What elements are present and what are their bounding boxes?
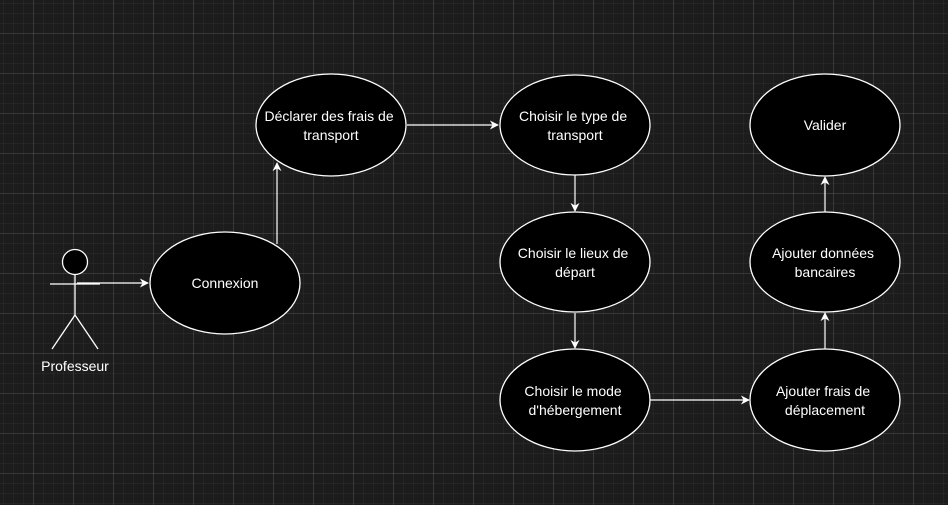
stick-figure-icon — [50, 248, 100, 350]
use-case-label-line-2: transport — [547, 127, 602, 143]
use-case-shape — [499, 348, 651, 452]
svg-text:Déclarer des frais de tr: Déclarer des frais de transport — [264, 108, 397, 143]
svg-text:Choisir le lieux de dépa: Choisir le lieux de départ — [518, 245, 632, 280]
use-case-label-line-2: départ — [555, 264, 595, 280]
use-case-label-line-1: Choisir le mode — [524, 383, 621, 399]
use-case-label: Connexion — [192, 275, 259, 291]
use-case-label-line-1: Ajouter frais de — [776, 383, 870, 399]
svg-text:Ajouter données bancaire: Ajouter données bancaires — [772, 245, 878, 280]
use-case-label-line-2: transport — [303, 127, 358, 143]
use-case-shape — [149, 231, 301, 335]
connections — [77, 120, 830, 405]
use-case-choisir-type[interactable]: Choisir le type de transport — [499, 74, 651, 176]
use-case-declarer-frais[interactable]: Déclarer des frais de transport — [255, 73, 407, 177]
svg-text:Ajouter frais de déplace: Ajouter frais de déplacement — [776, 383, 874, 418]
use-case-label-line-1: Choisir le type de — [519, 108, 627, 124]
use-case-label-line-2: déplacement — [785, 402, 865, 418]
use-case-shape — [255, 73, 407, 177]
use-case-shape — [749, 211, 901, 313]
use-case-shape — [749, 73, 901, 177]
use-case-label-line-1: Déclarer des frais de — [264, 108, 393, 124]
use-case-label-line-2: bancaires — [795, 264, 856, 280]
svg-text:Choisir le type de trans: Choisir le type de transport — [519, 108, 631, 143]
use-case-shape — [499, 74, 651, 176]
use-case-shape — [749, 348, 901, 452]
use-case-valider[interactable]: Valider — [749, 73, 901, 177]
svg-text:Choisir le mode d'héberg: Choisir le mode d'hébergement — [524, 383, 625, 418]
use-case-ajouter-bancaires[interactable]: Ajouter données bancaires — [749, 211, 901, 313]
use-case-choisir-lieux[interactable]: Choisir le lieux de départ — [499, 211, 651, 313]
use-case-label-line-1: Ajouter données — [772, 245, 874, 261]
use-case-ajouter-frais[interactable]: Ajouter frais de déplacement — [749, 348, 901, 452]
use-case-label-line-2: d'hébergement — [529, 402, 622, 418]
use-case-label: Valider — [804, 117, 847, 133]
use-case-label-line-1: Choisir le lieux de — [518, 245, 629, 261]
actor-label: Professeur — [41, 358, 109, 374]
actor-professeur: Professeur — [41, 248, 109, 374]
use-case-shape — [499, 211, 651, 313]
use-case-connexion[interactable]: Connexion — [149, 231, 301, 335]
svg-text:Connexion: Connexion — [192, 275, 259, 291]
use-case-choisir-hebergement[interactable]: Choisir le mode d'hébergement — [499, 348, 651, 452]
svg-text:Valider: Valider — [804, 117, 847, 133]
